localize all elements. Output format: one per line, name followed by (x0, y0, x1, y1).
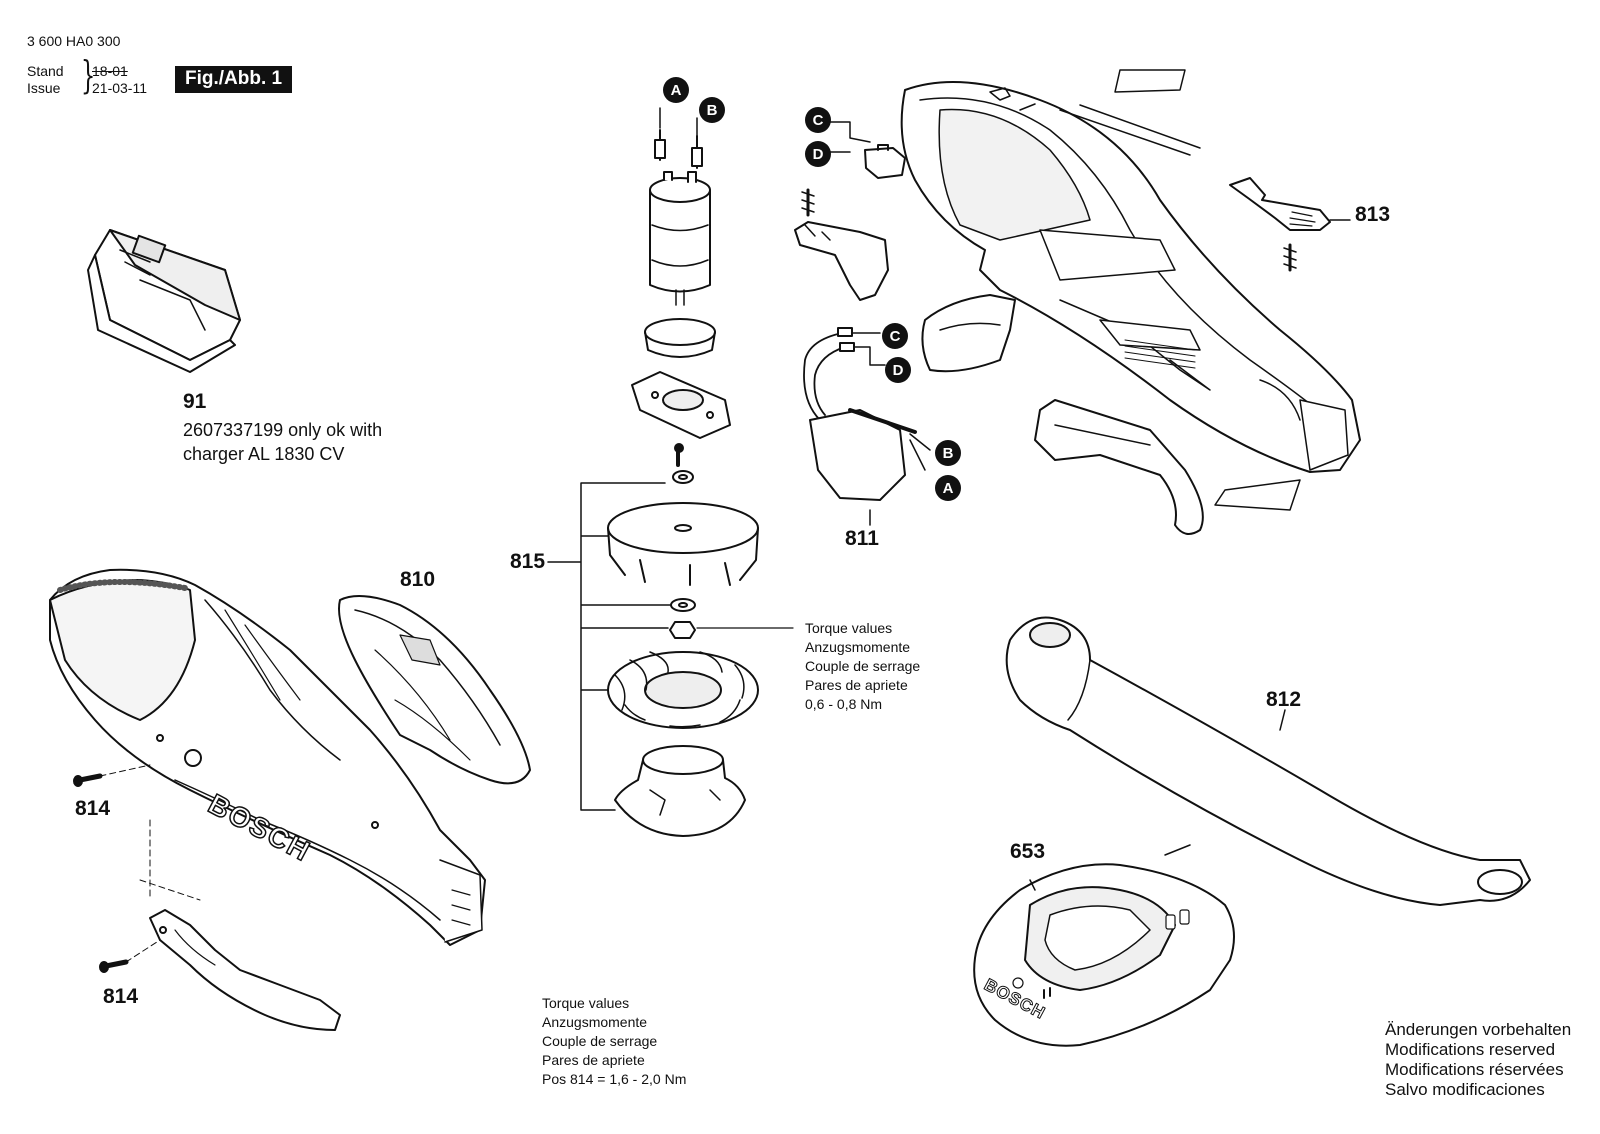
bracket-glyph: } (80, 53, 96, 97)
connector-a-harness: A (935, 475, 961, 501)
wire-harness (803, 327, 931, 526)
battery-pack (87, 229, 241, 373)
torque-screws-line5: Pos 814 = 1,6 - 2,0 Nm (542, 1071, 687, 1087)
motor-wire-leaders (659, 107, 698, 137)
part-number-653: 653 (1010, 840, 1046, 863)
part-number-813: 813 (1355, 203, 1391, 226)
switch-contact (817, 121, 906, 179)
torque-screws-line4: Pares de apriete (542, 1052, 645, 1068)
torque-fan-line2: Anzugsmomente (805, 639, 911, 655)
svg-text:A: A (671, 82, 682, 99)
slide-switch (1229, 177, 1351, 272)
lower-air-guide (1034, 399, 1301, 535)
part-91-note-line1: 2607337199 only ok with (183, 420, 383, 440)
stand-label: Stand (27, 63, 64, 79)
torque-fan-line3: Couple de serrage (805, 658, 921, 674)
svg-text:B: B (943, 445, 954, 462)
part-91-note-line2: charger AL 1830 CV (183, 444, 345, 464)
torque-screws-line3: Couple de serrage (542, 1033, 658, 1049)
part-number-810: 810 (400, 568, 436, 591)
torque-fan-line5: 0,6 - 0,8 Nm (805, 696, 883, 712)
svg-text:C: C (813, 112, 824, 129)
motor-ring (644, 318, 716, 358)
rear-housing (900, 69, 1361, 473)
modifications-line4: Salvo modificaciones (1385, 1080, 1545, 1099)
svg-text:D: D (813, 146, 824, 163)
document-number: 3 600 HA0 300 (27, 33, 121, 49)
fan-assembly (547, 470, 794, 837)
connector-d-harness: D (885, 357, 911, 383)
issue-label: Issue (27, 80, 61, 96)
modifications-line3: Modifications réservées (1385, 1060, 1564, 1079)
motor-bracket (631, 371, 731, 439)
issue-date: 21-03-11 (92, 80, 148, 96)
figure-label: Fig./Abb. 1 (175, 66, 293, 93)
torque-screws-line1: Torque values (542, 995, 630, 1011)
housing-screw-bottom (99, 959, 129, 973)
torque-fan-line4: Pares de apriete (805, 677, 908, 693)
blower-tube (1005, 616, 1531, 906)
part-number-91: 91 (183, 390, 207, 413)
torque-screws-line2: Anzugsmomente (542, 1014, 648, 1030)
connector-c-harness: C (882, 323, 908, 349)
air-guide-insert (921, 294, 1016, 373)
old-date: 18-01 (92, 63, 128, 79)
housing-screw-top (73, 773, 103, 787)
modifications-note: Änderungen vorbehalten Modifications res… (1385, 1020, 1571, 1100)
trigger-lever (794, 188, 889, 301)
lower-deflector (149, 909, 341, 1031)
connector-b-harness: B (935, 440, 961, 466)
part-number-814-bottom: 814 (103, 985, 139, 1008)
assembly-guides (99, 764, 201, 963)
connector-c-switch: C (805, 107, 831, 133)
motor (649, 129, 711, 306)
svg-text:A: A (943, 480, 954, 497)
part-number-812: 812 (1266, 688, 1302, 711)
battery-charger (973, 844, 1235, 1047)
connector-a-motor: A (663, 77, 689, 103)
connector-b-motor: B (699, 97, 725, 123)
svg-text:B: B (707, 102, 718, 119)
front-housing (49, 568, 486, 946)
part-number-811: 811 (845, 527, 879, 550)
part-number-815: 815 (510, 550, 546, 573)
connector-d-switch: D (805, 141, 831, 167)
svg-text:D: D (893, 362, 904, 379)
modifications-line2: Modifications reserved (1385, 1040, 1556, 1059)
small-screw (674, 443, 684, 467)
modifications-line1: Änderungen vorbehalten (1385, 1020, 1572, 1039)
torque-note-fan: Torque values Anzugsmomente Couple de se… (805, 619, 920, 714)
part-number-814-top: 814 (75, 797, 111, 820)
torque-note-screws: Torque values Anzugsmomente Couple de se… (542, 994, 686, 1089)
side-cover (338, 595, 531, 785)
svg-text:C: C (890, 328, 901, 345)
torque-fan-line1: Torque values (805, 620, 893, 636)
